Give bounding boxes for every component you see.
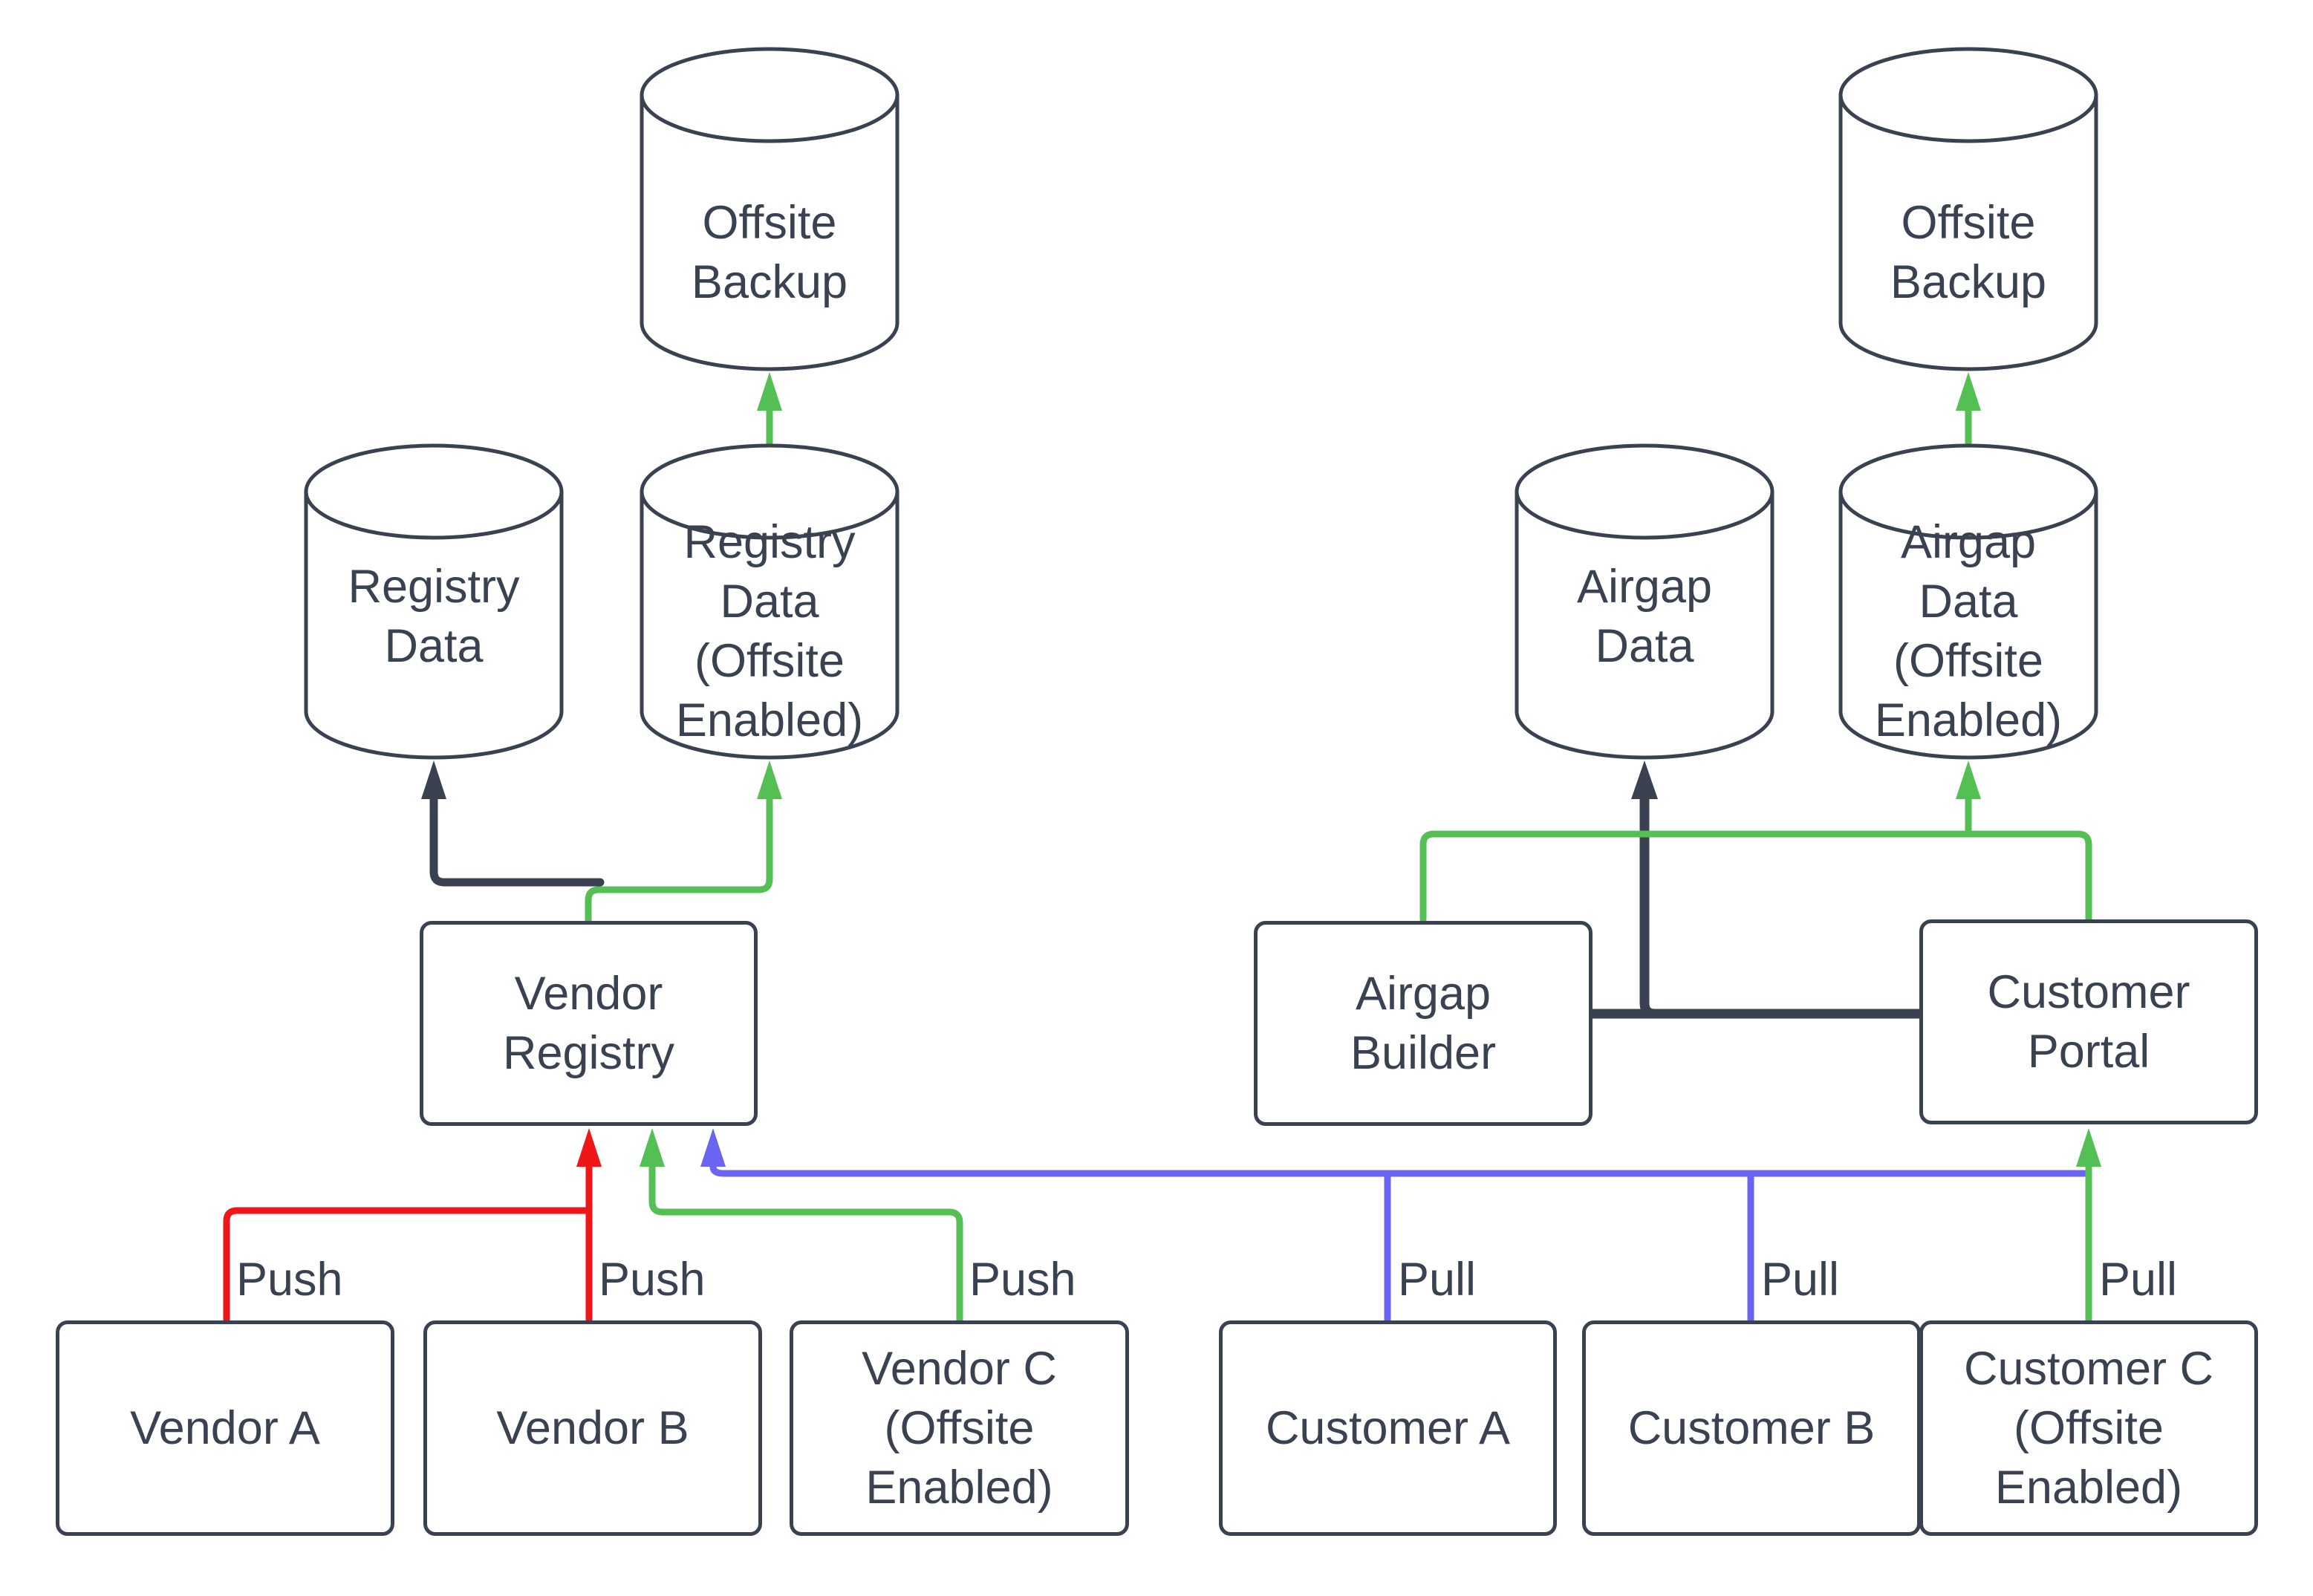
edge-label-pull-customer-c: Pull xyxy=(2099,1254,2178,1306)
arrowhead-pull-blue xyxy=(700,1128,726,1167)
node-customer-a: Customer A xyxy=(1219,1320,1557,1536)
arrowhead-registry-data-offsite xyxy=(757,760,782,799)
arrowhead-offsite-backup-left xyxy=(757,372,782,411)
node-airgap-builder: Airgap Builder xyxy=(1254,921,1593,1126)
database-cylinder-registry-data xyxy=(304,443,564,760)
arrowhead-airgap-data xyxy=(1631,760,1658,799)
edge-vendor-registry-to-registry-data xyxy=(429,795,605,887)
arrowhead-push-red xyxy=(576,1128,602,1167)
node-vendor-b: Vendor B xyxy=(423,1320,762,1536)
node-vendor-a: Vendor A xyxy=(56,1320,394,1536)
arrowhead-pull-green xyxy=(2076,1128,2101,1167)
node-customer-portal: Customer Portal xyxy=(1919,919,2258,1124)
database-cylinder-airgap-data-offsite xyxy=(1838,443,2098,760)
edge-label-push-vendor-b: Push xyxy=(599,1254,706,1306)
edge-airgap-builder-to-airgap-data xyxy=(1587,794,1925,1019)
node-customer-c: Customer C (Offsite Enabled) xyxy=(1919,1320,2258,1536)
arrowhead-offsite-backup-right xyxy=(1956,372,1981,411)
arrowhead-push-green xyxy=(640,1128,665,1167)
node-vendor-c: Vendor C (Offsite Enabled) xyxy=(790,1320,1129,1536)
database-cylinder-offsite-backup-left xyxy=(640,47,900,371)
cylinder-label-offsite-backup-right: Offsite Backup xyxy=(1890,197,2047,308)
edge-push-vendor-a-b xyxy=(223,1163,593,1324)
node-vendor-registry: Vendor Registry xyxy=(420,921,758,1126)
database-cylinder-registry-data-offsite xyxy=(640,443,900,760)
arrowhead-registry-data xyxy=(421,760,446,799)
database-cylinder-offsite-backup-right xyxy=(1838,47,2098,371)
edge-green-lines xyxy=(585,407,2092,1324)
edge-label-push-vendor-a: Push xyxy=(236,1254,343,1306)
node-customer-b: Customer B xyxy=(1582,1320,1921,1536)
cylinder-label-registry-data-offsite: Registry Data (Offsite Enabled) xyxy=(675,516,864,746)
edge-pull-customer-a-b xyxy=(709,1163,2088,1324)
cylinder-label-offsite-backup-left: Offsite Backup xyxy=(691,197,848,308)
edge-label-push-vendor-c: Push xyxy=(969,1254,1076,1306)
edge-label-pull-customer-a: Pull xyxy=(1398,1254,1477,1306)
database-cylinder-airgap-data xyxy=(1515,443,1774,760)
cylinder-label-airgap-data: Airgap Data xyxy=(1576,561,1713,672)
edge-label-pull-customer-b: Pull xyxy=(1761,1254,1840,1306)
cylinder-label-airgap-data-offsite: Airgap Data (Offsite Enabled) xyxy=(1874,516,2063,746)
cylinder-label-registry-data: Registry Data xyxy=(348,561,520,672)
arrowhead-airgap-data-offsite xyxy=(1956,760,1981,799)
